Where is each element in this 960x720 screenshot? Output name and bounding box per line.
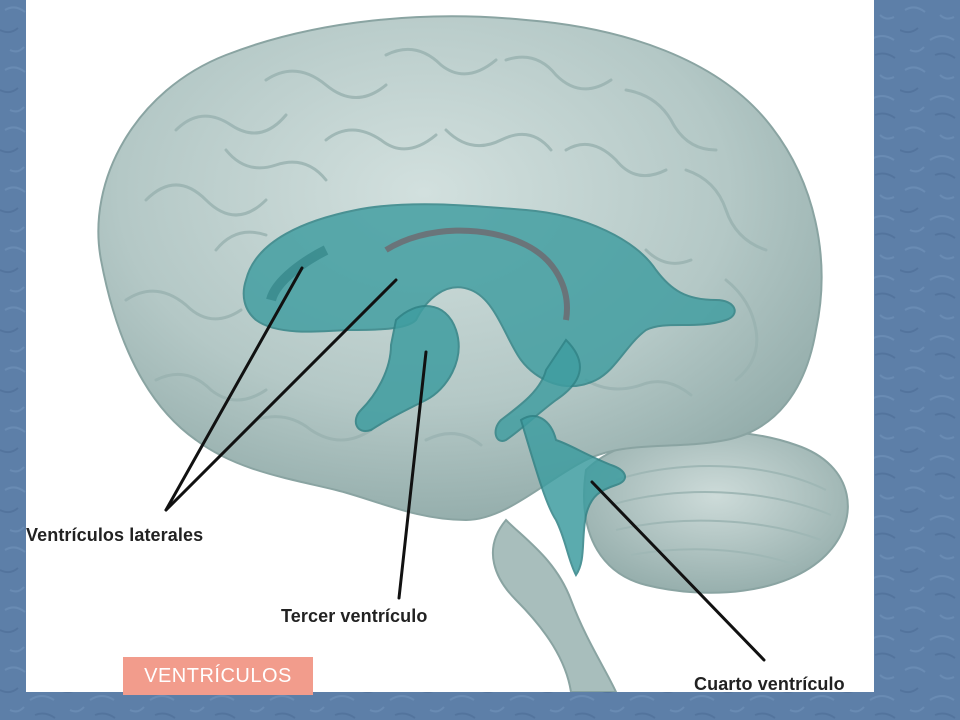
label-fourth-ventricle: Cuarto ventrículo <box>694 674 845 692</box>
ventricle-inner-band <box>384 227 570 321</box>
fourth-ventricle-shape <box>519 415 626 577</box>
slide-caption: VENTRÍCULOS <box>123 657 313 695</box>
brainstem <box>491 518 618 692</box>
label-lateral-ventricles: Ventrículos laterales <box>26 525 204 545</box>
brain-ventricles-diagram <box>97 15 849 692</box>
diagram-panel: Ventrículos laterales Tercer ventrículo … <box>26 0 874 692</box>
leader-lateral-1 <box>164 266 304 512</box>
cerebellum <box>583 430 849 594</box>
label-third-ventricle: Tercer ventrículo <box>281 606 428 626</box>
third-ventricle-shape <box>354 305 460 432</box>
temporal-horn <box>494 338 581 442</box>
lateral-ventricle-shape <box>242 203 736 388</box>
leader-third <box>397 350 428 600</box>
leader-fourth <box>590 480 766 662</box>
ventricle-horn <box>266 245 329 302</box>
leader-lateral-2 <box>164 278 398 512</box>
